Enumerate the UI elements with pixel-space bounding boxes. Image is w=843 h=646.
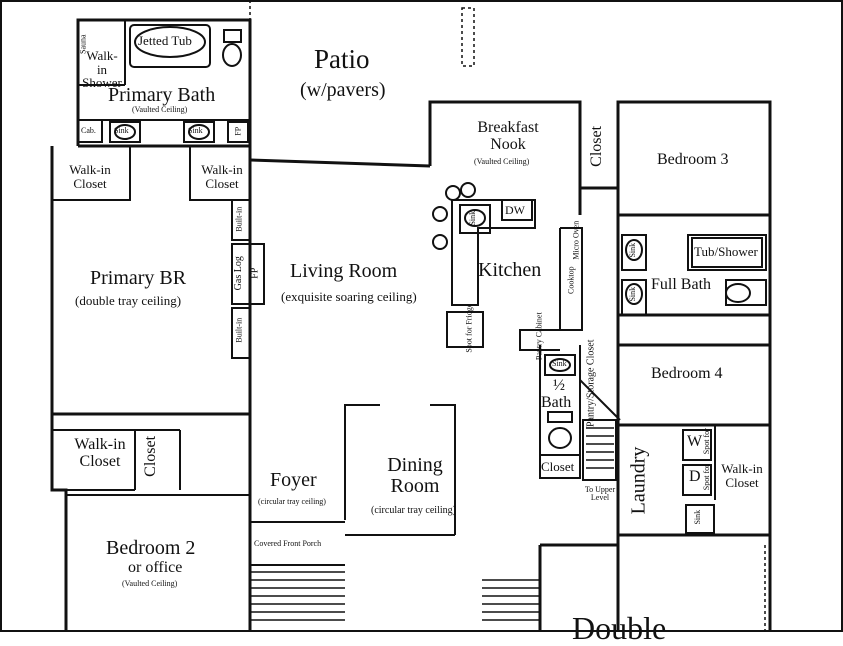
breakfast-nook-text: Breakfast Nook: [477, 119, 539, 153]
sink-label-2: Sink: [188, 126, 203, 135]
cab-label: Cab.: [81, 126, 96, 135]
cooktop-label: Cooktop: [566, 266, 576, 294]
or-office-label: or office: [128, 559, 183, 576]
foyer-label: Foyer: [270, 469, 317, 491]
covered-porch-label: Covered Front Porch: [254, 539, 322, 548]
foyer-note: (circular tray ceiling): [258, 497, 326, 506]
bedroom4-label: Bedroom 4: [651, 365, 723, 382]
laundry-sink-label: Sink: [693, 509, 703, 525]
full-bath-sink-1: Sink: [628, 242, 638, 258]
bedroom3-label: Bedroom 3: [657, 151, 729, 168]
living-room-label: Living Room: [290, 260, 398, 282]
closet-label-bath: Closet: [541, 459, 575, 474]
primary-br-label: Primary BR: [90, 267, 187, 289]
walk-in-closet-label-4: Walk-in Closet: [66, 436, 134, 471]
bedroom2-label: Bedroom 2: [106, 537, 196, 559]
gas-log-label: Gas Log: [232, 256, 244, 291]
walk-in-closet-text-2: Walk-in Closet: [201, 162, 243, 191]
full-bath-sink-2: Sink: [628, 286, 638, 302]
floor-plan: [0, 0, 843, 632]
sink-label-1: Sink: [114, 126, 129, 135]
primary-bath-note: (Vaulted Ceiling): [132, 105, 188, 114]
washer-label: W: [687, 433, 703, 450]
walk-in-closet-text-3: Walk-in Closet: [721, 461, 763, 490]
double-label: Double: [572, 610, 667, 646]
page-frame: [0, 0, 843, 632]
primary-br-note: (double tray ceiling): [75, 293, 182, 308]
stair-treads: [250, 427, 614, 621]
breakfast-nook-label: Breakfast Nook: [468, 119, 548, 154]
kitchen-label: Kitchen: [478, 259, 542, 281]
dining-room-label: Dining Room: [375, 455, 455, 497]
patio-edge: [249, 0, 766, 632]
half-label: ½: [553, 377, 565, 394]
fixtures: [114, 24, 763, 449]
walk-in-closet-text-1: Walk-in Closet: [69, 162, 111, 191]
pantry-storage-label: Pantry/Storage Closet: [585, 339, 597, 428]
fp-label: FP: [249, 267, 261, 279]
dryer-label: D: [689, 468, 701, 485]
dining-room-text: Dining Room: [387, 454, 443, 497]
tub-shower-label: Tub/Shower: [694, 244, 758, 259]
fp-label-bath: FP: [233, 126, 243, 136]
bedroom2-note: (Vaulted Ceiling): [122, 579, 178, 588]
jetted-tub-label: Jetted Tub: [138, 33, 192, 48]
spot-for-label-2: Spot for: [701, 464, 711, 491]
walk-in-shower-label: Walk-in Shower: [82, 49, 122, 90]
micro-oven-label: Micro Oven: [571, 220, 581, 260]
closet-label-nook: Closet: [588, 125, 606, 167]
laundry-label: Laundry: [627, 446, 650, 515]
full-bath-label: Full Bath: [651, 276, 712, 293]
spot-for-label-1: Spot for: [701, 428, 711, 455]
built-in-label-1: Built-in: [234, 206, 244, 232]
dining-note: (circular tray ceiling): [371, 505, 456, 516]
walk-in-closet-label-2: Walk-in Closet: [196, 163, 248, 190]
walk-in-closet-label-3: Walk-in Closet: [716, 462, 768, 489]
spot-fridge-label: Spot for Fridge: [464, 303, 474, 353]
walk-in-closet-text-4: Walk-in Closet: [74, 436, 126, 470]
sauna-label: Sauna: [78, 34, 88, 54]
walk-in-shower-text: Walk-in Shower: [82, 48, 122, 91]
to-upper-label: To Upper Level: [582, 485, 618, 503]
patio-note: (w/pavers): [300, 79, 386, 101]
bath-label: Bath: [541, 394, 572, 411]
primary-bath-label: Primary Bath: [108, 84, 216, 106]
kitchen-sink-label: Sink: [468, 210, 478, 226]
built-in-label-2: Built-in: [234, 317, 244, 343]
to-upper-text: To Upper Level: [584, 485, 616, 503]
breakfast-nook-note: (Vaulted Ceiling): [474, 157, 530, 166]
dw-label: DW: [505, 203, 525, 217]
closet-label-left: Closet: [142, 435, 160, 477]
pantry-cabinet-label: Pantry Cabinet: [534, 312, 544, 361]
walk-in-closet-label-1: Walk-in Closet: [60, 163, 120, 190]
living-room-note: (exquisite soaring ceiling): [281, 289, 417, 304]
patio-label: Patio: [314, 44, 370, 74]
half-bath-sink: Sink: [552, 359, 567, 368]
